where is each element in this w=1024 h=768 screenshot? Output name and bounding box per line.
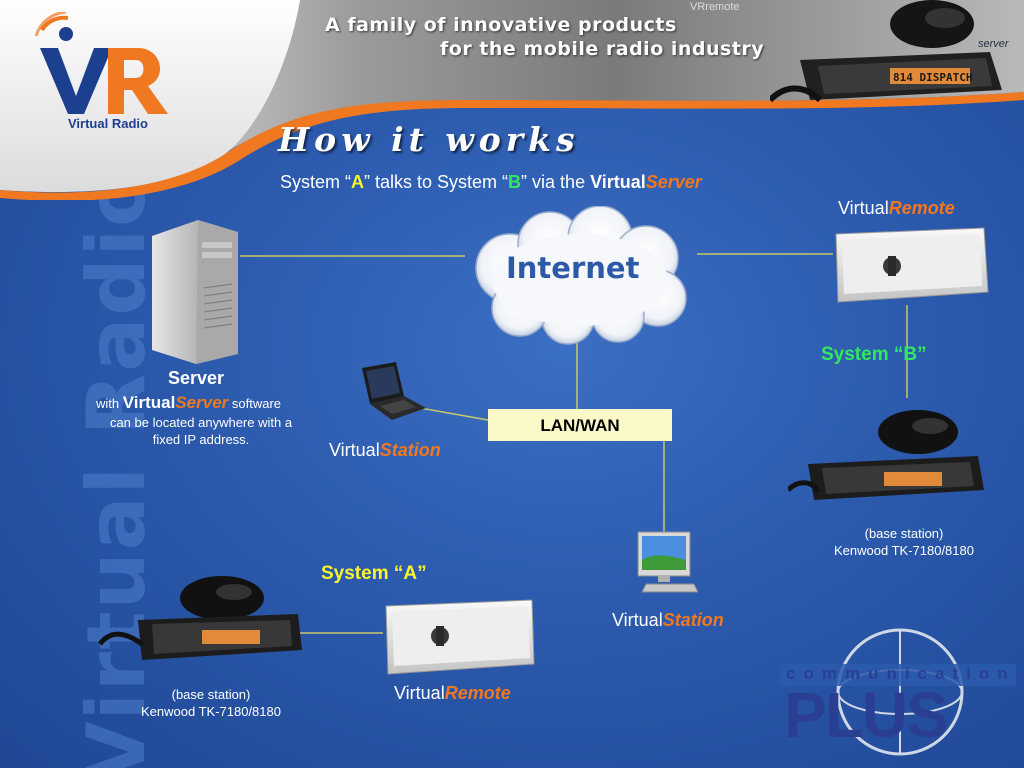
vr-logo: [34, 12, 168, 114]
subtitle-virtual: Virtual: [590, 172, 646, 192]
remote-top-virtual: Virtual: [838, 198, 889, 218]
communication-plus-logo: [780, 628, 1016, 756]
page-title: How it works: [278, 120, 580, 159]
remote-top-remote: Remote: [888, 198, 955, 218]
server-tower-image: [152, 220, 238, 364]
base-left-line2: Kenwood TK-7180/8180: [141, 704, 281, 719]
virtual-station-left: VirtualStation: [329, 440, 441, 461]
base-station-b-caption: (base station) Kenwood TK-7180/8180: [822, 525, 986, 559]
base-right-line1: (base station): [864, 526, 944, 541]
system-a-label: System “A”: [321, 563, 427, 585]
line-laptop-lan: [419, 407, 489, 421]
station-right-virtual: Virtual: [612, 610, 663, 630]
header-corner-label: VRremote: [690, 1, 740, 13]
base-station-radio-a-image: [98, 576, 302, 660]
logo-subtitle: Virtual Radio: [68, 116, 148, 131]
tagline-line1: A family of innovative products: [325, 14, 677, 36]
system-b-label: System “B”: [821, 344, 927, 366]
subtitle-server: Server: [645, 172, 702, 192]
virtual-station-right: VirtualStation: [612, 610, 724, 631]
station-left-station: Station: [379, 440, 441, 460]
radio-display-text: 814 DISPATCH: [893, 71, 973, 84]
virtual-remote-bottom-image: [385, 599, 535, 675]
lan-wan-box: LAN/WAN: [488, 409, 672, 441]
server-software: software: [228, 396, 282, 411]
base-left-line1: (base station): [171, 687, 251, 702]
base-right-line2: Kenwood TK-7180/8180: [834, 543, 974, 558]
internet-label: Internet: [506, 251, 640, 285]
header-corner-label-2: server: [978, 38, 1009, 50]
remote-bottom-virtual: Virtual: [394, 683, 445, 703]
virtual-remote-bottom-label: VirtualRemote: [394, 683, 511, 704]
station-right-station: Station: [662, 610, 724, 630]
laptop-image: [362, 362, 426, 420]
comm-logo-bottom: PLUS: [784, 679, 949, 751]
server-with: with: [96, 396, 123, 411]
header-radio-image: [770, 0, 1002, 103]
base-station-a-caption: (base station) Kenwood TK-7180/8180: [128, 686, 294, 720]
system-a-text: System “A”: [321, 563, 427, 584]
server-virtual: Virtual: [122, 393, 176, 412]
subtitle-part3: ” via the: [521, 172, 591, 192]
subtitle-b: B: [508, 172, 522, 192]
server-with-line: with VirtualServer software: [96, 393, 281, 413]
virtual-remote-top-image: [835, 227, 989, 303]
internet-cloud-icon: [475, 206, 687, 345]
subtitle-a: A: [351, 172, 365, 192]
system-b-text: System “B”: [821, 344, 927, 365]
remote-bottom-remote: Remote: [444, 683, 511, 703]
subtitle: System “A” talks to System “B” via the V…: [280, 172, 702, 193]
station-left-virtual: Virtual: [329, 440, 380, 460]
comm-logo-top: communication: [786, 664, 1016, 683]
virtual-remote-top-label: VirtualRemote: [838, 198, 955, 219]
desktop-computer-image: [637, 531, 698, 593]
subtitle-part1: System “: [280, 172, 352, 192]
server-server: Server: [175, 393, 229, 412]
server-description: can be located anywhere with a fixed IP …: [109, 415, 293, 447]
subtitle-part2: ” talks to System “: [364, 172, 509, 192]
base-station-radio-b-image: [788, 410, 984, 500]
server-title: Server: [168, 368, 225, 388]
tagline-line2: for the mobile radio industry: [440, 38, 765, 60]
